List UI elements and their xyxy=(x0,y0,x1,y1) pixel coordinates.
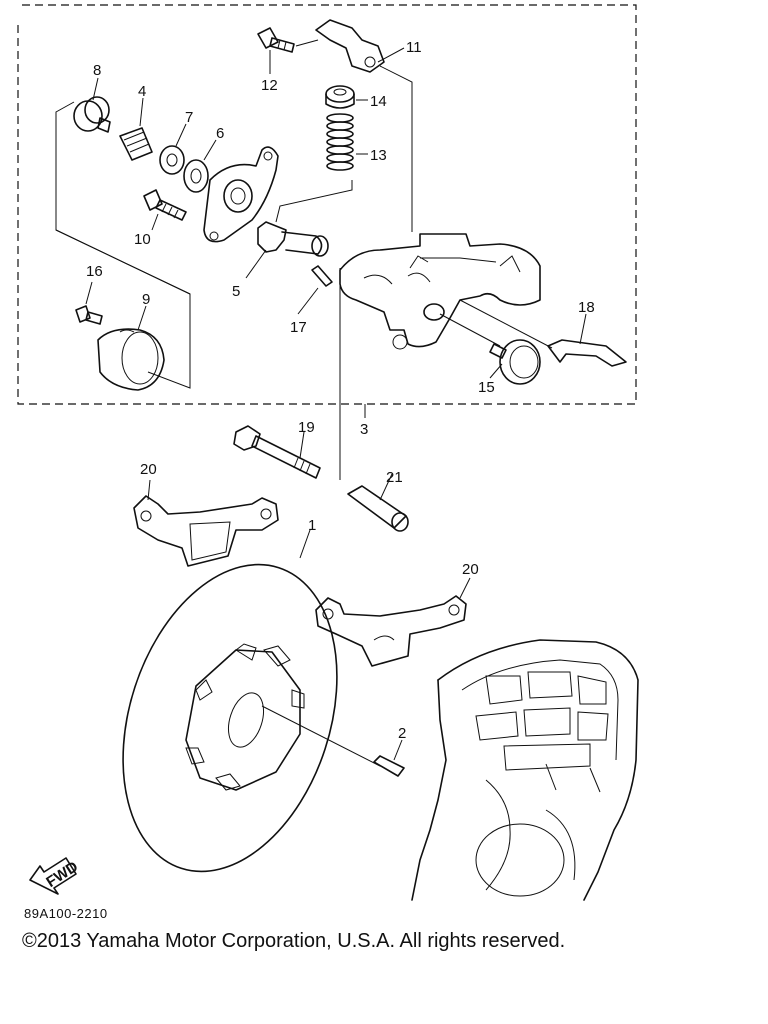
caliper-body xyxy=(339,233,541,350)
callout-8: 8 xyxy=(93,62,101,79)
part-20-pad-lower xyxy=(315,577,471,667)
callout-20-lower: 20 xyxy=(462,561,479,578)
part-2-key xyxy=(261,705,405,777)
callout-12: 12 xyxy=(261,77,278,94)
callout-15: 15 xyxy=(478,379,495,396)
callout-6: 6 xyxy=(216,125,224,142)
part-20-pad-upper xyxy=(133,479,279,567)
part-9-cover xyxy=(97,305,165,391)
part-10-bolt xyxy=(143,189,187,231)
part-14-retainer xyxy=(325,85,368,109)
copyright-notice: ©2013 Yamaha Motor Corporation, U.S.A. A… xyxy=(22,930,566,952)
callout-5: 5 xyxy=(232,283,240,300)
callout-2: 2 xyxy=(398,725,406,742)
callout-14: 14 xyxy=(370,93,387,110)
callout-16: 16 xyxy=(86,263,103,280)
callout-13: 13 xyxy=(370,147,387,164)
callout-19: 19 xyxy=(298,419,315,436)
diagram-reference-code: 89A100-2210 xyxy=(24,906,108,921)
part-4-screw xyxy=(119,97,153,161)
part-7-nut xyxy=(159,123,187,175)
callout-18: 18 xyxy=(578,299,595,316)
gearcase-housing xyxy=(411,639,639,901)
group-leader-lines xyxy=(55,101,191,389)
fwd-label: FWD xyxy=(43,858,81,891)
part-13-spring xyxy=(326,113,368,171)
callout-20-upper: 20 xyxy=(140,461,157,478)
callout-17: 17 xyxy=(290,319,307,336)
callout-9: 9 xyxy=(142,291,150,308)
part-16-screw xyxy=(75,281,103,325)
actuator-housing xyxy=(203,146,279,243)
callout-4: 4 xyxy=(138,83,146,100)
part-18-shim xyxy=(459,299,627,367)
callout-3: 3 xyxy=(360,421,368,438)
part-12-bolt xyxy=(257,27,319,74)
part-19-bolt xyxy=(233,425,321,479)
part-15-piston xyxy=(439,313,541,385)
part-1-brake-disc xyxy=(122,529,338,873)
callout-labels: 8 4 7 6 10 5 12 11 14 13 16 9 17 18 15 3… xyxy=(86,39,595,742)
part-11-bracket xyxy=(315,19,413,232)
part-8-cap xyxy=(73,77,111,133)
callout-11: 11 xyxy=(406,39,422,56)
fwd-arrow-icon: FWD xyxy=(29,857,81,895)
part-17-pin xyxy=(297,265,341,480)
callout-7: 7 xyxy=(185,109,193,126)
callout-21: 21 xyxy=(386,469,403,486)
callout-10: 10 xyxy=(134,231,151,248)
part-21-sleeve xyxy=(347,473,409,532)
part-6-washer xyxy=(183,139,217,193)
assembly-boundary xyxy=(17,4,637,418)
callout-1: 1 xyxy=(308,517,316,534)
part-5-gear-shaft xyxy=(245,180,353,279)
